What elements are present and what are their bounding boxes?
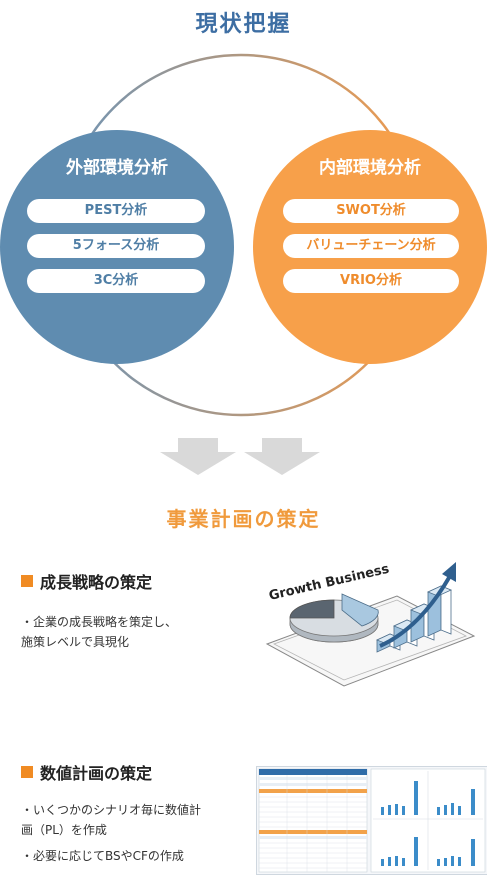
bullet-line: 施策レベルで具現化 [21,635,130,649]
pill-value-chain: バリューチェーン分析 [283,234,459,258]
bullet-line: ・企業の成長戦略を策定し、 [21,615,178,629]
section-title-growth-strategy: 成長戦略の策定 [40,573,153,592]
section-body-growth-strategy: ・企業の成長戦略を策定し、 施策レベルで具現化 [21,612,251,652]
spreadsheet-thumbnail-graphic [257,767,487,874]
down-arrow-icon [244,438,320,475]
pill-3c: 3C分析 [27,269,205,293]
section-marker-icon [21,766,33,778]
pill-vrio: VRIO分析 [283,269,459,293]
plan-heading: 事業計画の策定 [166,507,321,531]
section-title-numerical-plan: 数値計画の策定 [40,764,153,783]
down-arrow-icon [160,438,236,475]
section-marker-icon [21,575,33,587]
pill-five-forces: 5フォース分析 [27,234,205,258]
internal-analysis-title: 内部環境分析 [319,158,421,178]
page-title: 現状把握 [195,12,292,37]
external-analysis-title: 外部環境分析 [66,158,168,178]
flow-arrows [160,438,320,475]
section-body-numerical-plan: ・いくつかのシナリオ毎に数値計 画（PL）を作成 ・必要に応じてBSやCFの作成 [21,800,251,866]
pill-swot: SWOT分析 [283,199,459,223]
growth-business-illustration: Growth Business [265,562,476,687]
spreadsheet-thumbnail [256,766,487,875]
bullet-line: ・必要に応じてBSやCFの作成 [21,849,184,863]
bullet-line: ・いくつかのシナリオ毎に数値計 [21,803,202,817]
pill-pest: PEST分析 [27,199,205,223]
growth-business-caption: Growth Business [268,562,391,604]
arrow-head-icon [442,562,456,582]
bullet-line: 画（PL）を作成 [21,823,107,837]
